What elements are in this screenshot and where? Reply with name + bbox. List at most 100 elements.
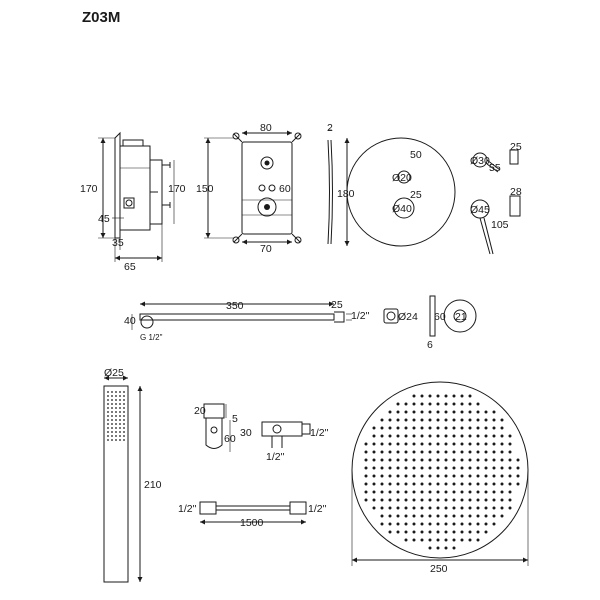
nozzle-dot	[372, 466, 376, 470]
nozzle-dot	[396, 522, 400, 526]
dim-wall-60: 60	[434, 311, 446, 323]
handset-nozzle-dot	[107, 391, 109, 393]
nozzle-dot	[436, 410, 440, 414]
nozzle-dot	[476, 498, 480, 502]
nozzle-dot	[396, 490, 400, 494]
shower-head-nozzles	[364, 394, 520, 550]
handset-nozzle-dot	[111, 395, 113, 397]
nozzle-dot	[508, 466, 512, 470]
nozzle-dot	[492, 442, 496, 446]
nozzle-dot	[452, 506, 456, 510]
nozzle-dot	[460, 434, 464, 438]
handset-nozzle-dot	[111, 399, 113, 401]
nozzle-dot	[436, 450, 440, 454]
handset-nozzle-dot	[119, 403, 121, 405]
nozzle-dot	[436, 466, 440, 470]
nozzle-dot	[452, 482, 456, 486]
nozzle-dot	[476, 458, 480, 462]
nozzle-dot	[460, 410, 464, 414]
nozzle-dot	[508, 498, 512, 502]
dim-plate-dia20: Ø20	[392, 172, 412, 184]
nozzle-dot	[468, 474, 472, 478]
nozzle-dot	[500, 466, 504, 470]
nozzle-dot	[460, 490, 464, 494]
nozzle-dot	[412, 466, 416, 470]
nozzle-dot	[396, 498, 400, 502]
wall-flange-view: 60 21 6	[427, 295, 477, 351]
handset-nozzle-dot	[107, 415, 109, 417]
nozzle-dot	[436, 442, 440, 446]
nozzle-dot	[468, 530, 472, 534]
dim-holder-5: 5	[232, 413, 238, 425]
nozzle-dot	[388, 426, 392, 430]
nozzle-dot	[404, 418, 408, 422]
nozzle-dot	[508, 450, 512, 454]
handset-nozzle-dot	[107, 403, 109, 405]
nozzle-dot	[468, 458, 472, 462]
nozzle-dot	[500, 434, 504, 438]
nozzle-dot	[404, 466, 408, 470]
handset-nozzle-dot	[107, 399, 109, 401]
handset-nozzle-dot	[119, 435, 121, 437]
nozzle-dot	[396, 442, 400, 446]
dim-arm-half: 1/2"	[351, 310, 370, 322]
nozzle-dot	[428, 442, 432, 446]
nozzle-dot	[452, 546, 456, 550]
nozzle-dot	[444, 530, 448, 534]
nozzle-dot	[372, 498, 376, 502]
dim-front-80: 80	[260, 122, 272, 134]
nozzle-dot	[484, 490, 488, 494]
nozzle-dot	[396, 474, 400, 478]
handset-nozzle-dot	[115, 439, 117, 441]
nozzle-dot	[468, 442, 472, 446]
dim-handle-dia30: Ø30	[470, 155, 490, 167]
handset-nozzles	[107, 391, 125, 441]
nozzle-dot	[500, 458, 504, 462]
handset-nozzle-dot	[119, 407, 121, 409]
nozzle-dot	[364, 498, 368, 502]
handset-nozzle-dot	[115, 423, 117, 425]
handset-nozzle-dot	[119, 431, 121, 433]
nozzle-dot	[444, 498, 448, 502]
handset-nozzle-dot	[107, 411, 109, 413]
nozzle-dot	[476, 410, 480, 414]
nozzle-dot	[396, 410, 400, 414]
nozzle-dot	[428, 450, 432, 454]
nozzle-dot	[404, 498, 408, 502]
handset-nozzle-dot	[115, 431, 117, 433]
nozzle-dot	[452, 530, 456, 534]
nozzle-dot	[492, 482, 496, 486]
nozzle-dot	[468, 450, 472, 454]
nozzle-dot	[396, 506, 400, 510]
nozzle-dot	[484, 498, 488, 502]
nozzle-dot	[476, 506, 480, 510]
nozzle-dot	[380, 514, 384, 518]
handset-nozzle-dot	[107, 407, 109, 409]
nozzle-dot	[428, 458, 432, 462]
handset-nozzle-dot	[111, 411, 113, 413]
nozzle-dot	[508, 490, 512, 494]
dim-wall-6: 6	[427, 339, 433, 351]
nozzle-dot	[452, 434, 456, 438]
nozzle-dot	[412, 482, 416, 486]
handset-nozzle-dot	[123, 439, 125, 441]
nozzle-dot	[484, 466, 488, 470]
nozzle-dot	[372, 482, 376, 486]
dim-handset-dia25: Ø25	[104, 367, 124, 379]
handset-nozzle-dot	[119, 399, 121, 401]
nozzle-dot	[492, 506, 496, 510]
handles-view: Ø30 25 55 28 Ø45 105	[470, 141, 522, 255]
dim-handle-dia45: Ø45	[470, 204, 490, 216]
dim-front-60: 60	[279, 183, 291, 195]
nozzle-dot	[372, 434, 376, 438]
nozzle-dot	[452, 458, 456, 462]
nozzle-dot	[444, 466, 448, 470]
handset-nozzle-dot	[123, 411, 125, 413]
nozzle-dot	[428, 546, 432, 550]
nozzle-dot	[420, 418, 424, 422]
nozzle-dot	[364, 458, 368, 462]
nozzle-dot	[460, 402, 464, 406]
nozzle-dot	[396, 434, 400, 438]
nozzle-dot	[444, 442, 448, 446]
